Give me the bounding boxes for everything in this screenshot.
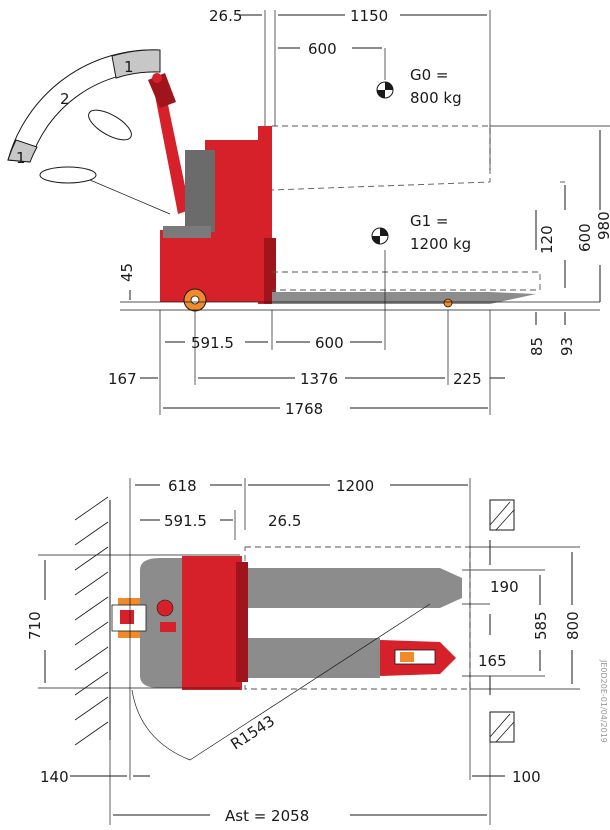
dim-190: 190 — [490, 578, 519, 596]
dim-85: 85 — [528, 337, 546, 356]
turning-radius: R1543 — [227, 712, 278, 754]
load-outline — [271, 125, 541, 291]
dim-26-5-side: 26.5 — [209, 7, 242, 25]
dim-591-5-side: 591.5 — [191, 334, 234, 352]
document-reference: JE0D20E-01/04/2019 — [599, 660, 608, 743]
tiller-arm — [148, 73, 190, 214]
side-view: 1 2 1 — [7, 7, 610, 418]
g1-label: G1 = — [410, 212, 449, 230]
dim-120: 120 — [538, 225, 556, 254]
forks-top — [245, 568, 462, 678]
dim-165: 165 — [478, 652, 507, 670]
cog-g1 — [371, 227, 389, 245]
arc-zone-1-bottom — [7, 139, 38, 163]
dim-93: 93 — [558, 337, 576, 356]
side-dimension-lines — [120, 10, 610, 415]
dim-1150: 1150 — [350, 7, 388, 25]
zone-label-1-top: 1 — [124, 58, 134, 76]
g0-label: G0 = — [410, 66, 449, 84]
obstacle-hatch-bottom-right — [489, 711, 515, 743]
arc-zone-1-top — [111, 49, 161, 79]
top-dimension-lines — [38, 478, 580, 825]
drive-wheel — [183, 288, 207, 312]
dim-591-5-top: 591.5 — [164, 512, 207, 530]
zone-label-1-bottom: 1 — [16, 149, 26, 167]
cog-g0 — [376, 81, 394, 99]
tiller-ghost-positions — [39, 109, 171, 215]
g0-load: 800 kg — [410, 89, 462, 107]
dim-140: 140 — [40, 768, 69, 786]
aisle-width: Ast = 2058 — [225, 807, 309, 825]
truck-chassis — [160, 126, 276, 304]
dim-1768: 1768 — [285, 400, 323, 418]
tiller-head-top — [111, 598, 147, 638]
dim-980: 980 — [595, 211, 610, 240]
dim-167: 167 — [108, 370, 137, 388]
g1-load: 1200 kg — [410, 235, 471, 253]
fork-side — [272, 292, 536, 308]
zone-label-2: 2 — [60, 90, 70, 108]
dim-1200: 1200 — [336, 477, 374, 495]
top-view: 618 1200 591.5 26.5 710 190 585 800 165 … — [26, 477, 582, 825]
truck-body-top — [140, 556, 248, 690]
obstacle-hatch-top-right — [489, 499, 515, 531]
dim-225: 225 — [453, 370, 482, 388]
tiller-arc-zones: 1 2 1 — [7, 49, 161, 167]
dim-45: 45 — [118, 263, 136, 282]
dim-100: 100 — [512, 768, 541, 786]
dim-800: 800 — [564, 611, 582, 640]
dim-600-right: 600 — [576, 223, 594, 252]
dim-600-bottom: 600 — [315, 334, 344, 352]
dim-600-top: 600 — [308, 40, 337, 58]
dim-1376: 1376 — [300, 370, 338, 388]
dim-26-5-top: 26.5 — [268, 512, 301, 530]
dim-585: 585 — [532, 611, 550, 640]
dim-618: 618 — [168, 477, 197, 495]
wall-hatch-left — [74, 496, 111, 746]
dim-710: 710 — [26, 611, 44, 640]
